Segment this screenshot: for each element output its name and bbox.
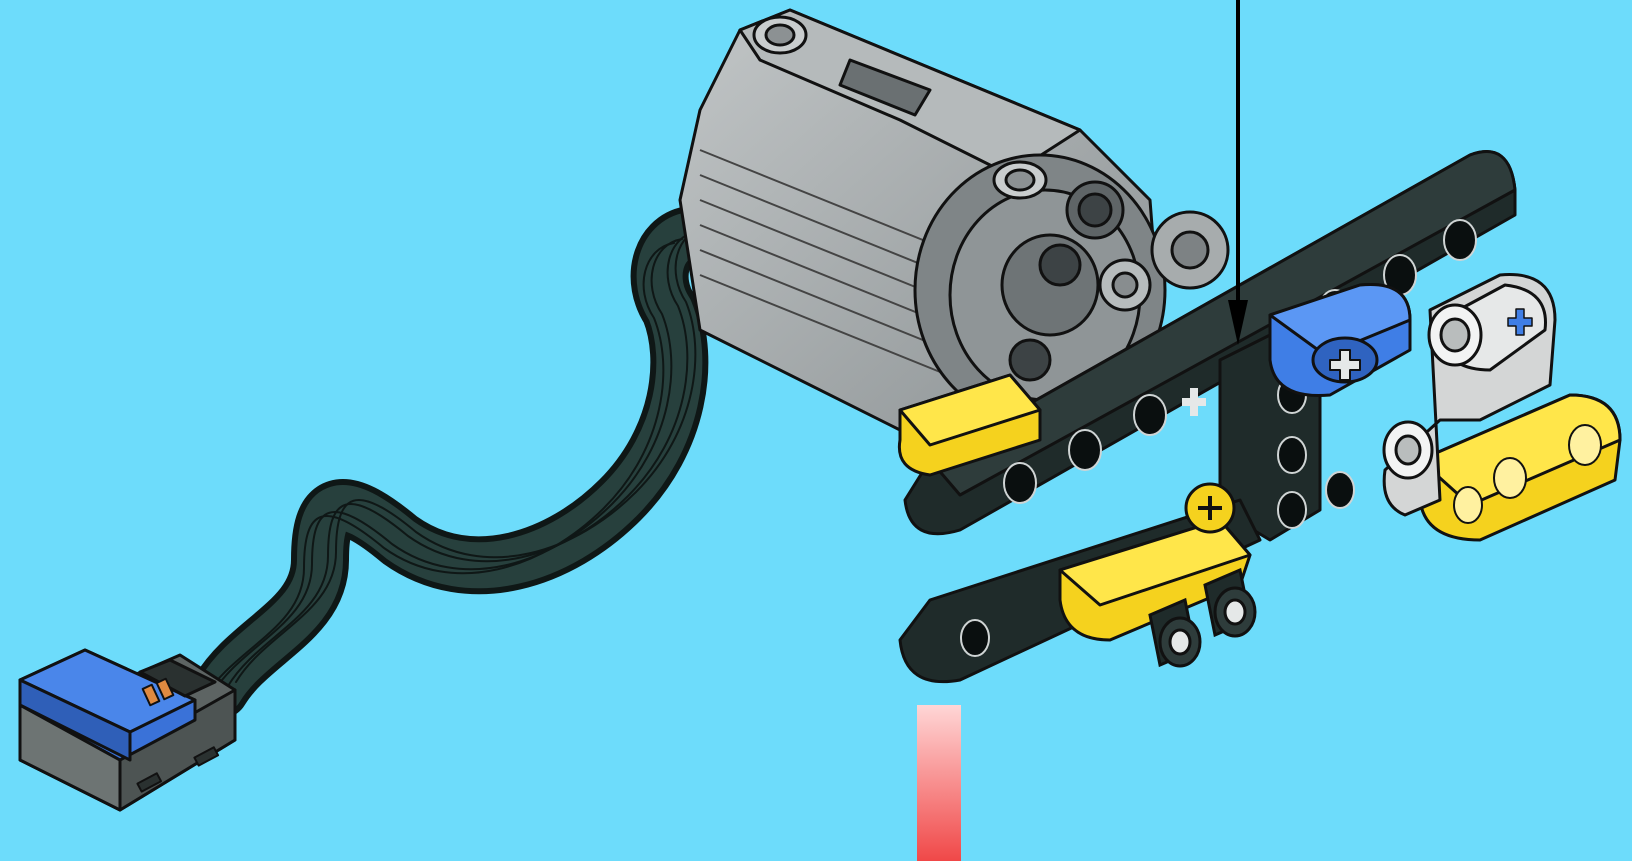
position-marker — [917, 705, 961, 861]
